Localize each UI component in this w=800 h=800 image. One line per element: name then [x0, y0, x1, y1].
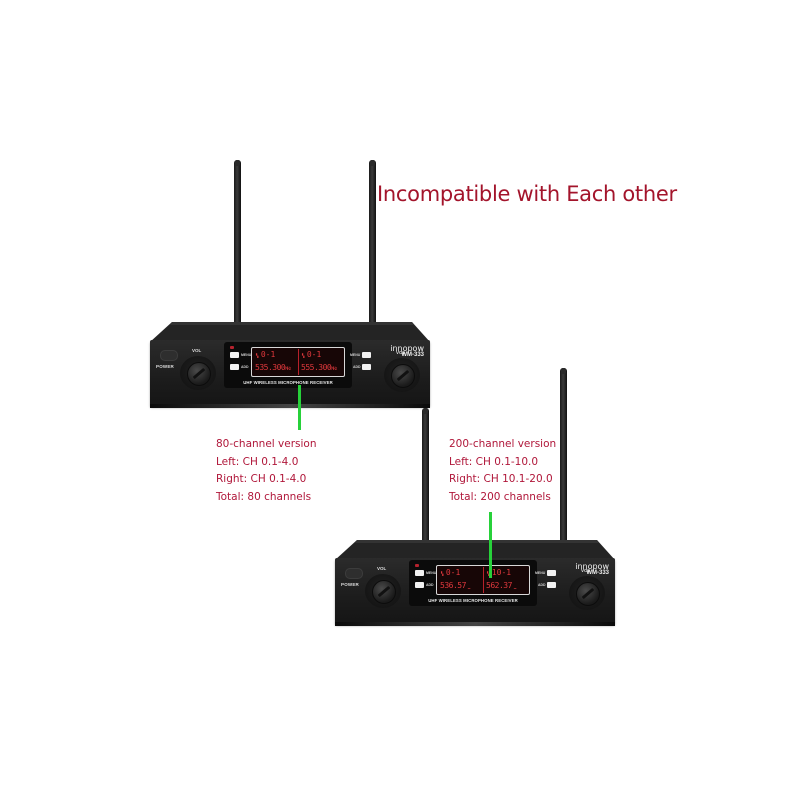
menu-button-right[interactable]: [547, 570, 556, 576]
lcd-right-frequency: 562.37: [486, 581, 512, 590]
brand-logo: innopow WM-333: [390, 344, 424, 359]
pointer-line-200ch: [489, 512, 492, 578]
receiver-80-channel: POWER VOL MENU ADD ▚ 0-1 535.300MHz ▚ 0-…: [150, 322, 430, 412]
volume-knob-left[interactable]: [372, 580, 396, 604]
lcd-right-channel: 10-1: [491, 568, 512, 577]
power-label: POWER: [341, 582, 360, 587]
antenna-right: [369, 160, 376, 328]
add-button-left[interactable]: [230, 364, 239, 370]
vol-label-left: VOL: [192, 348, 202, 353]
volume-knob-left[interactable]: [187, 362, 211, 386]
menu-label-right: MENU: [535, 571, 546, 575]
menu-label-right: MENU: [350, 353, 361, 357]
vol-label-left: VOL: [377, 566, 387, 571]
lcd-right-frequency: 555.300: [301, 363, 332, 372]
add-label-left: ADD: [241, 365, 249, 369]
antenna-right: [560, 368, 567, 548]
panel-caption: UHF WIRELESS MICROPHONE RECEIVER: [428, 598, 518, 603]
lcd-right-channel: 0-1: [306, 350, 322, 359]
power-button[interactable]: [345, 568, 363, 579]
add-button-right[interactable]: [362, 364, 371, 370]
menu-button-left[interactable]: [415, 570, 424, 576]
spec-left: Left: CH 0.1-4.0: [216, 455, 299, 468]
vol-label-right: VOL: [396, 350, 406, 355]
ir-sensor-icon: [230, 346, 234, 349]
spec-total: Total: 80 channels: [216, 490, 312, 503]
receiver-base: [335, 622, 615, 626]
add-button-left[interactable]: [415, 582, 424, 588]
lcd-left-channel: 0-1: [445, 568, 461, 577]
display-panel: MENU ADD ▚ 0-1 535.300MHz ▚ 0-1 555.300M…: [224, 342, 352, 388]
add-label-left: ADD: [426, 583, 434, 587]
menu-label-left: MENU: [426, 571, 437, 575]
spec-200-channel: 200-channel version Left: CH 0.1-10.0 Ri…: [449, 436, 556, 506]
pointer-line-80ch: [298, 385, 301, 430]
volume-knob-right[interactable]: [391, 364, 415, 388]
antenna-left: [234, 160, 241, 328]
lcd-display: ▚ 0-1 535.300MHz ▚ 0-1 555.300MHz: [251, 347, 345, 377]
receiver-base: [150, 404, 430, 408]
power-button[interactable]: [160, 350, 178, 361]
receiver-200-channel: POWER VOL MENU ADD ▚ 0-1 536.57 ▁ ▚ 10-1…: [335, 540, 615, 630]
headline: Incompatible with Each other: [377, 182, 677, 206]
add-label-right: ADD: [353, 365, 361, 369]
receiver-top-cover: [150, 322, 430, 342]
receiver-front-panel: POWER VOL MENU ADD ▚ 0-1 535.300MHz ▚ 0-…: [150, 340, 430, 406]
menu-button-left[interactable]: [230, 352, 239, 358]
add-label-right: ADD: [538, 583, 546, 587]
spec-80-channel: 80-channel version Left: CH 0.1-4.0 Righ…: [216, 436, 317, 506]
spec-left: Left: CH 0.1-10.0: [449, 455, 539, 468]
spec-right: Right: CH 10.1-20.0: [449, 473, 553, 485]
receiver-front-panel: POWER VOL MENU ADD ▚ 0-1 536.57 ▁ ▚ 10-1…: [335, 558, 615, 624]
lcd-left-frequency: 535.300: [255, 363, 286, 372]
spec-total: Total: 200 channels: [449, 490, 551, 503]
ir-sensor-icon: [415, 564, 419, 567]
volume-knob-right[interactable]: [576, 582, 600, 606]
display-panel: MENU ADD ▚ 0-1 536.57 ▁ ▚ 10-1 562.37 ▁ …: [409, 560, 537, 606]
spec-title: 200-channel version: [449, 438, 557, 450]
brand-logo: innopow WM-333: [575, 562, 609, 577]
power-label: POWER: [156, 364, 175, 369]
lcd-left-frequency: 536.57: [440, 581, 466, 590]
receiver-top-cover: [335, 540, 615, 560]
spec-title: 80-channel version: [216, 438, 317, 450]
add-button-right[interactable]: [547, 582, 556, 588]
lcd-left-channel: 0-1: [260, 350, 276, 359]
menu-label-left: MENU: [241, 353, 252, 357]
lcd-display: ▚ 0-1 536.57 ▁ ▚ 10-1 562.37 ▁: [436, 565, 530, 595]
antenna-left: [422, 408, 429, 548]
menu-button-right[interactable]: [362, 352, 371, 358]
vol-label-right: VOL: [581, 568, 591, 573]
panel-caption: UHF WIRELESS MICROPHONE RECEIVER: [243, 380, 333, 385]
spec-right: Right: CH 0.1-4.0: [216, 473, 307, 485]
